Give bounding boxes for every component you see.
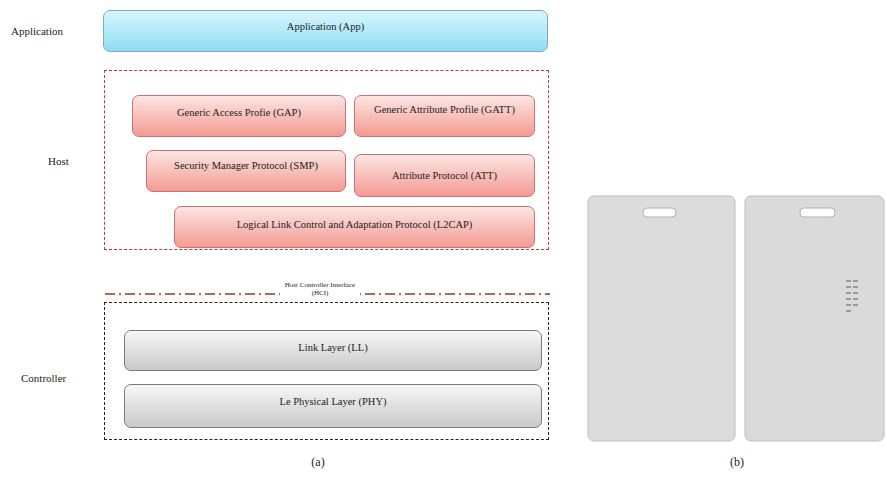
box-text: Link Layer (LL) [125, 331, 541, 358]
box-text: Attribute Protocol (ATT) [355, 155, 534, 186]
protocol-box: Security Manager Protocol (SMP) [146, 150, 346, 192]
card-back [745, 196, 884, 441]
layer-box: Le Physical Layer (PHY) [124, 384, 542, 428]
box-text: Logical Link Control and Adaptation Prot… [175, 207, 534, 235]
panel-label: (b) [719, 456, 755, 470]
application-box: ApplicationApplication (App) [103, 10, 548, 52]
panel-label: (a) [300, 456, 336, 470]
host-region: HostGeneric Access Profie (GAP)Generic A… [104, 70, 549, 250]
protocol-box: Generic Attribute Profile (GATT) [354, 95, 535, 137]
card-front [588, 196, 735, 441]
box-text: Generic Access Profie (GAP) [133, 96, 345, 123]
interface-label: Host Controller Interface (HCI) [280, 281, 360, 297]
box-text: Application (App) [104, 11, 547, 37]
box-text: Generic Attribute Profile (GATT) [355, 96, 534, 120]
row-label: Host [48, 155, 69, 169]
card-slot [800, 208, 835, 217]
card-print [846, 280, 858, 312]
protocol-box: Attribute Protocol (ATT) [354, 154, 535, 197]
row-label: Controller [21, 372, 66, 386]
card-slot [643, 208, 676, 217]
controller-region: ControllerLink Layer (LL)Le Physical Lay… [104, 302, 549, 440]
box-text: Le Physical Layer (PHY) [125, 385, 541, 412]
protocol-box: Logical Link Control and Adaptation Prot… [174, 206, 535, 248]
box-text: Security Manager Protocol (SMP) [147, 151, 345, 176]
protocol-box: Generic Access Profie (GAP) [132, 95, 346, 137]
layer-box: Link Layer (LL) [124, 330, 542, 371]
row-label: Application [11, 25, 63, 39]
